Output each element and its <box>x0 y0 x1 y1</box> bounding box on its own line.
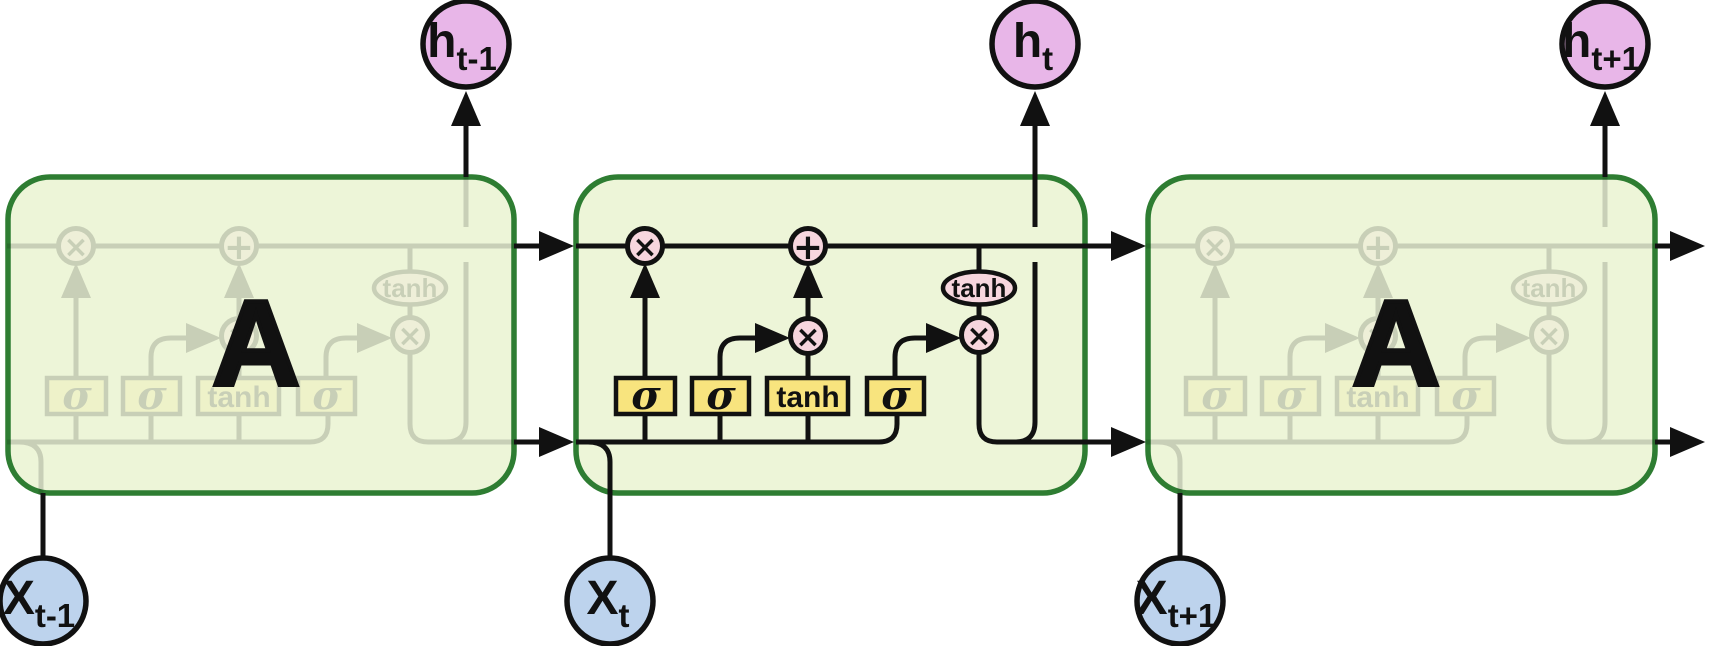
h-next-node <box>1559 0 1651 90</box>
cell-label: A <box>1352 275 1440 411</box>
h-prev-label: ht-1 <box>427 15 497 77</box>
x-prev-label: Xt-1 <box>3 572 75 634</box>
cell-label: A <box>212 275 300 411</box>
lstm-cell-previous: A <box>7 174 516 495</box>
lstm-cell-current <box>573 174 1088 496</box>
h-next-label: ht+1 <box>1562 15 1640 77</box>
x-curr-label: Xt <box>586 572 629 634</box>
x-next-node <box>1134 555 1226 646</box>
x-next-label: Xt+1 <box>1136 572 1217 634</box>
cell-body <box>573 174 1088 496</box>
h-prev-node <box>420 0 512 90</box>
external-connections <box>40 91 1705 559</box>
hidden-output-nodes: ht-1 ht ht+1 <box>420 0 1651 90</box>
h-curr-node <box>989 0 1081 90</box>
lstm-cell-next: A <box>1146 174 1658 495</box>
h-curr-label: ht <box>1013 15 1053 77</box>
input-nodes: Xt-1 Xt Xt+1 <box>0 555 1226 646</box>
x-prev-node <box>0 555 89 646</box>
x-curr-node <box>564 555 656 646</box>
